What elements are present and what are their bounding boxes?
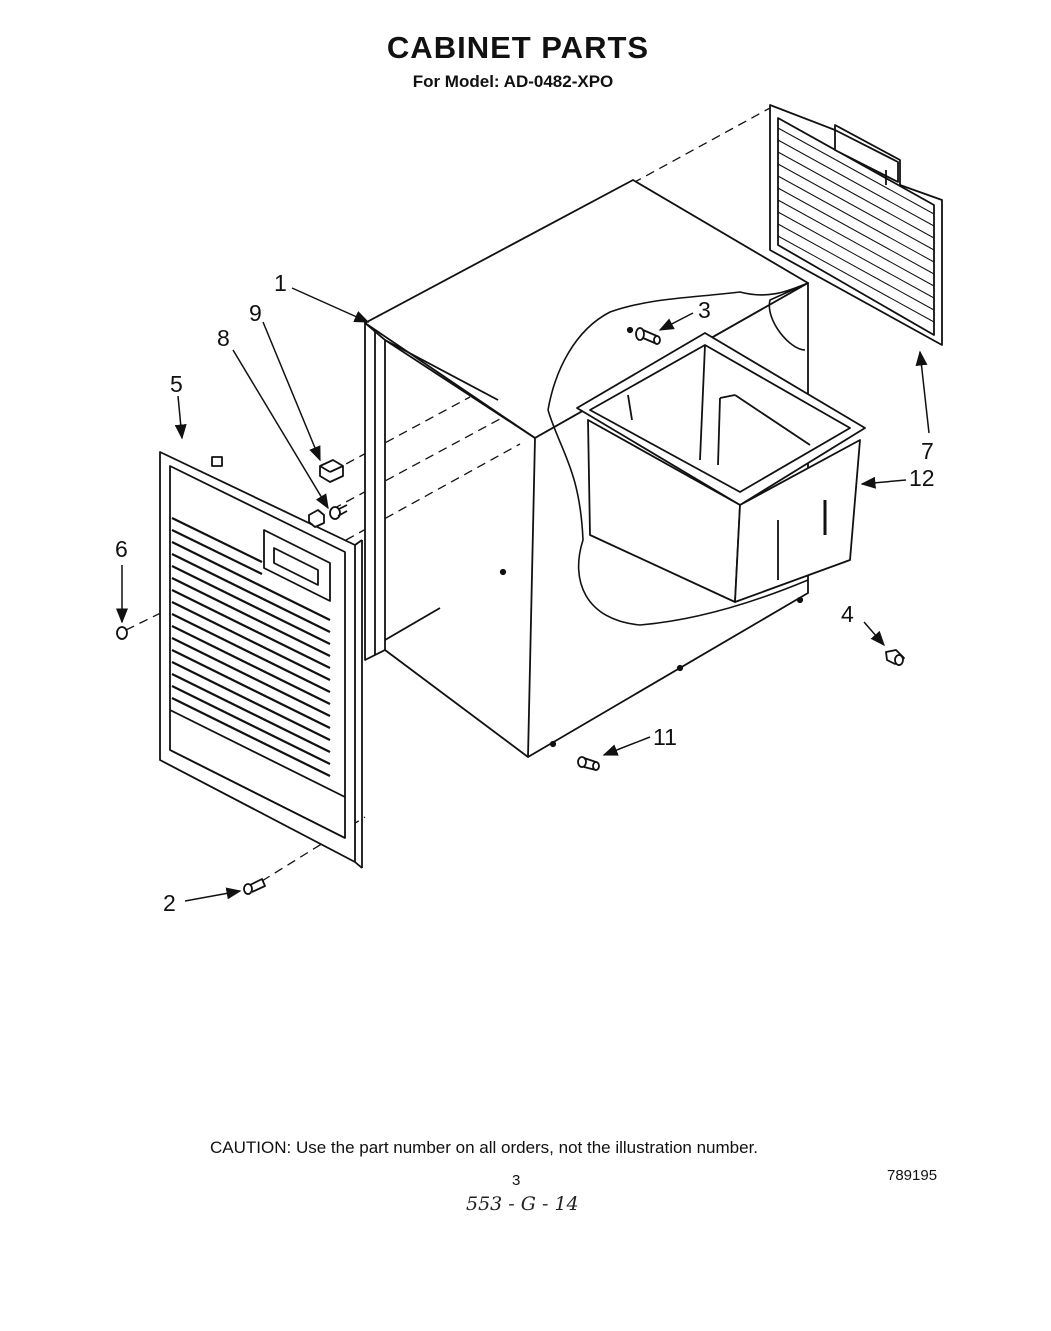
water-bucket-part-12 [576,332,866,603]
page-number: 3 [512,1172,521,1189]
callout-4: 4 [841,601,854,627]
grille-louvers [171,517,331,777]
callout-11: 11 [653,724,677,750]
callout-7: 7 [921,438,934,464]
knob-part-6 [116,626,128,640]
leader-arrows [116,287,930,902]
cutaway-edge-lower [547,409,809,626]
cutaway-edge [547,282,809,411]
rear-grille-part-7 [769,104,943,346]
page-title: CABINET PARTS [386,30,650,65]
callout-8: 8 [217,325,230,351]
callout-5: 5 [170,371,183,397]
screw-part-8 [329,504,348,520]
clip-part-9 [319,459,344,483]
screw-part-2 [243,878,266,895]
callout-1: 1 [274,270,287,296]
document-number: 789195 [887,1167,938,1184]
rear-grille-mesh [777,127,935,323]
plug-part-4 [885,649,905,666]
tab-clip [308,509,325,528]
screw-part-11 [577,756,600,771]
caution-note: CAUTION: Use the part number on all orde… [210,1138,759,1157]
callout-3: 3 [698,297,711,323]
callout-12: 12 [909,465,935,491]
callout-6: 6 [115,536,128,562]
callout-9: 9 [249,300,262,326]
screw-part-3 [635,327,661,345]
handwritten-note: 553 - G - 14 [466,1193,579,1215]
model-subtitle: For Model: AD-0482-XPO [412,72,614,91]
callout-2: 2 [163,890,176,916]
